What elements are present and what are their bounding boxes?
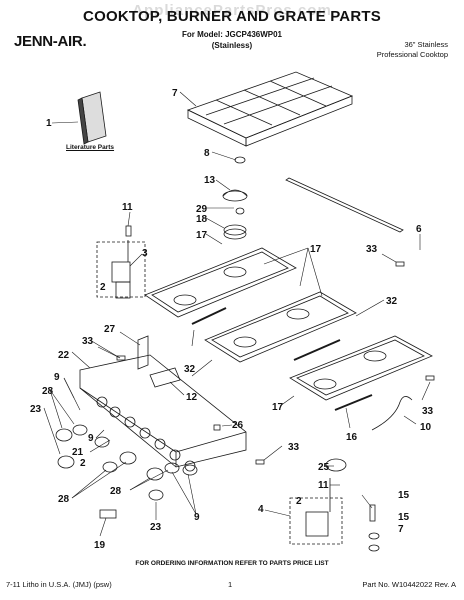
valve-bracket-drawing — [96, 240, 146, 299]
callout-8: 8 — [204, 148, 210, 159]
callout-7: 7 — [398, 524, 404, 535]
callout-33-bottom-right: 33 — [422, 406, 434, 417]
burner-box-middle — [204, 291, 357, 363]
rear-trim-drawing — [285, 177, 404, 233]
callout-29: 29 — [196, 204, 208, 215]
callout-18-top: 17 — [196, 230, 208, 241]
callout-13: 13 — [204, 175, 216, 186]
callout-9-mid: 9 — [88, 433, 94, 444]
callout-9-left: 9 — [54, 372, 60, 383]
callout-19: 18 — [196, 214, 208, 225]
ordering-note: FOR ORDERING INFORMATION REFER TO PARTS … — [135, 560, 329, 567]
callout-32-mid: 32 — [184, 364, 196, 375]
brand-wordmark: JENN-AIR. — [14, 33, 87, 50]
callout-11-bottom: 11 — [318, 480, 329, 491]
product-desc-line1: 36" Stainless — [404, 40, 448, 49]
screws-drawing — [116, 225, 435, 465]
bracket-12-drawing — [149, 367, 181, 388]
callout-2-bottom: 2 — [296, 496, 302, 507]
callout-24-bottom: 23 — [150, 522, 162, 533]
callout-16: 15 — [398, 490, 410, 501]
knobs-drawing — [55, 424, 198, 501]
callout-27: 26 — [232, 420, 244, 431]
bracket-25-drawing — [137, 335, 149, 370]
callout-9-right: 9 — [194, 512, 200, 523]
callout-21: 19 — [94, 540, 106, 551]
callout-25: 27 — [104, 324, 116, 335]
callout-15: 15 — [398, 512, 410, 523]
callout-28-left: 28 — [42, 386, 54, 397]
leader-lines — [43, 91, 431, 537]
callout-33-left: 33 — [82, 336, 94, 347]
callout-10: 10 — [420, 422, 432, 433]
callout-18-bottom: 17 — [272, 402, 284, 413]
callout-28-bottom: 28 — [58, 494, 70, 505]
callout-22: 21 — [72, 447, 84, 458]
callout-33-right: 33 — [366, 244, 378, 255]
page-number: 1 — [228, 580, 233, 589]
badge-drawing — [99, 509, 117, 519]
callout-12: 12 — [186, 392, 198, 403]
finish-line: (Stainless) — [211, 41, 253, 50]
callout-32-right: 32 — [386, 296, 398, 307]
clamp-drawing — [325, 458, 347, 472]
literature-parts-label: Literature Parts — [66, 144, 115, 151]
page-title: COOKTOP, BURNER AND GRATE PARTS — [83, 8, 381, 25]
burner-box-left — [144, 247, 297, 318]
watermark: AppliancePartsPros.com — [132, 2, 332, 19]
brand-logo: JENN-AIR. — [14, 33, 87, 50]
harness-drawing — [371, 396, 413, 431]
literature-book-drawing — [77, 91, 107, 145]
callout-17: 16 — [346, 432, 358, 443]
litho-info: 7-11 Litho in U.S.A. (JMJ) (psw) — [6, 580, 112, 589]
callout-1: 1 — [46, 118, 52, 129]
callout-23: 22 — [58, 350, 70, 361]
callout-5: 7 — [172, 88, 178, 99]
callout-24-left: 23 — [30, 404, 42, 415]
callout-26: 25 — [318, 462, 330, 473]
callout-2-mid: 2 — [80, 458, 86, 469]
control-panel-drawing — [79, 354, 247, 472]
model-line: For Model: JGCP436WP01 — [181, 30, 283, 39]
igniter-parts-drawing — [368, 504, 380, 552]
product-desc-line2: Professional Cooktop — [376, 50, 448, 59]
burner-box-right — [289, 335, 433, 401]
burner-stack-drawing — [222, 189, 248, 240]
callout-11-top: 11 — [122, 202, 133, 213]
lower-valve-drawing — [289, 478, 343, 545]
callout-4: 4 — [258, 504, 264, 515]
callout-18-boxes: 17 — [310, 244, 322, 255]
grate-drawing — [186, 71, 354, 164]
callout-6: 6 — [416, 224, 422, 235]
callout-3: 3 — [142, 248, 148, 259]
callout-2-top: 2 — [100, 282, 106, 293]
callout-33-mid: 33 — [288, 442, 300, 453]
callout-28-center: 28 — [110, 486, 122, 497]
part-number: Part No. W10442022 Rev. A — [362, 580, 456, 589]
